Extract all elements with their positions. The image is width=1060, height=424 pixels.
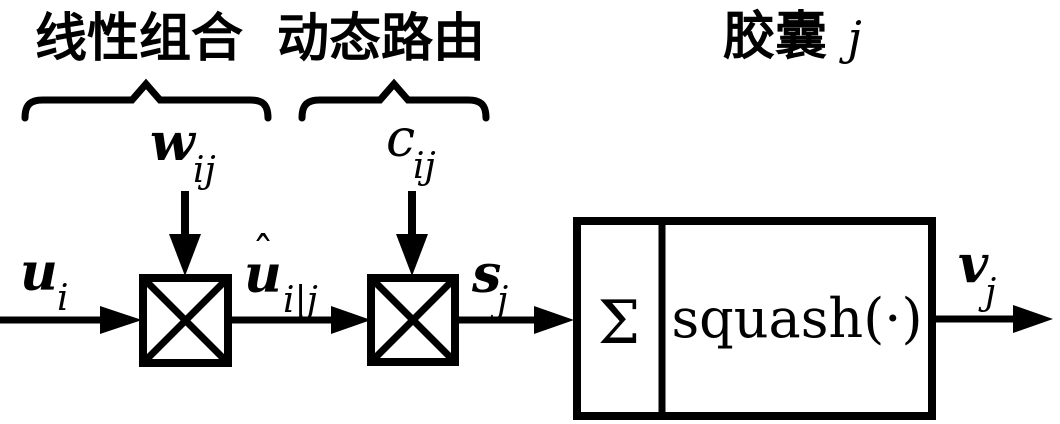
arrow-coupling-down-arrowhead-icon	[396, 234, 428, 276]
math-input-ui: u i	[20, 242, 69, 319]
label-capsule-base: 胶囊	[723, 8, 827, 66]
arrow-coupling-down	[396, 191, 428, 276]
math-weighted-sum-base: s	[471, 244, 501, 305]
arrow-output-arrowhead-icon	[1013, 305, 1053, 333]
squash-label: squash(·)	[671, 287, 922, 350]
math-weight-subscript: ij	[193, 150, 216, 191]
arrow-input-arrowhead-icon	[100, 306, 142, 334]
math-weight-wij: w ij	[150, 112, 216, 191]
label-capsule-index: j	[839, 11, 862, 65]
multiply-node-1-diagonal	[143, 278, 228, 363]
arrow-weight-down	[169, 191, 201, 276]
sum-symbol: Σ	[598, 288, 640, 358]
multiply-node-2-icon	[367, 274, 459, 366]
capsule-box: Σ squash(·)	[573, 217, 936, 420]
arrow-weighted-sum	[455, 306, 574, 334]
math-coupling-subscript: ij	[413, 146, 436, 187]
math-input-base: u	[20, 242, 58, 303]
math-weighted-sum-sj: s j	[471, 244, 508, 321]
arrow-weight-down-arrowhead-icon	[169, 234, 201, 276]
arrow-output	[932, 305, 1053, 333]
math-prediction-subscript: i|j	[283, 280, 318, 321]
label-linear-combination: 线性组合	[35, 10, 243, 68]
math-coupling-cij: c ij	[386, 109, 436, 187]
arrow-prediction	[228, 306, 371, 334]
math-prediction-hat-accent: ˆ	[252, 228, 274, 279]
multiply-node-2-diagonal	[371, 278, 455, 362]
overbrace-linear-combination-icon	[21, 78, 272, 122]
label-capsule-j: 胶囊 j	[723, 7, 862, 67]
overbrace-dynamic-routing-icon	[298, 78, 490, 122]
math-prediction-base: u	[244, 244, 282, 305]
math-output-vj: v j	[958, 234, 996, 313]
arrow-weighted-sum-arrowhead-icon	[534, 306, 574, 334]
math-input-subscript: i	[57, 278, 69, 319]
math-prediction-uhat: ˆ u i|j	[244, 228, 318, 321]
arrow-input	[0, 306, 142, 334]
arrow-prediction-arrowhead-icon	[331, 306, 371, 334]
math-weight-base: w	[150, 112, 197, 173]
math-coupling-base: c	[386, 109, 415, 169]
math-output-base: v	[958, 234, 989, 295]
multiply-node-1-icon	[139, 274, 232, 367]
label-dynamic-routing: 动态路由	[277, 10, 485, 68]
